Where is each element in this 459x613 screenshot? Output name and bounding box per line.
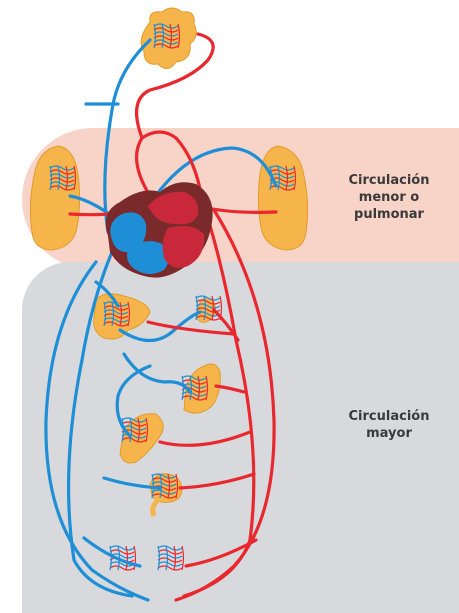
systemic-label-line-2: mayor <box>330 425 448 442</box>
capillary-line <box>110 550 134 554</box>
artery-spleen <box>216 386 244 392</box>
systemic-circulation-label: Circulación mayor <box>330 408 448 442</box>
capillary-line <box>158 554 182 558</box>
pulmonary-circulation-label: Circulación menor o pulmonar <box>330 172 448 223</box>
heart <box>106 182 213 277</box>
capillary-line <box>158 546 182 550</box>
capillary-line <box>158 562 182 566</box>
capillary-line <box>158 558 182 562</box>
capillary-line <box>182 376 184 400</box>
legs-capillaries-2 <box>158 546 184 570</box>
capillary-line <box>182 546 184 570</box>
artery-liver <box>148 322 234 334</box>
artery-kidney <box>180 474 254 488</box>
vessels <box>46 34 276 600</box>
capillary-line <box>158 546 160 570</box>
capillary-line <box>158 566 182 570</box>
capillary-line <box>110 546 134 550</box>
pulmonary-label-line-3: pulmonar <box>330 206 448 223</box>
capillary-line <box>158 550 182 554</box>
artery-intestine <box>160 432 250 445</box>
capillary-line <box>110 546 112 570</box>
pulmonary-label-line-2: menor o <box>330 189 448 206</box>
brain-organ <box>141 8 196 69</box>
capillary-line <box>110 566 134 570</box>
left-ventricle <box>163 226 205 268</box>
systemic-label-line-1: Circulación <box>330 408 448 425</box>
pulmonary-label-line-1: Circulación <box>330 172 448 189</box>
right-lung-organ <box>258 146 307 250</box>
capillary-line <box>196 296 198 320</box>
kidney-duct-organ <box>153 500 158 516</box>
